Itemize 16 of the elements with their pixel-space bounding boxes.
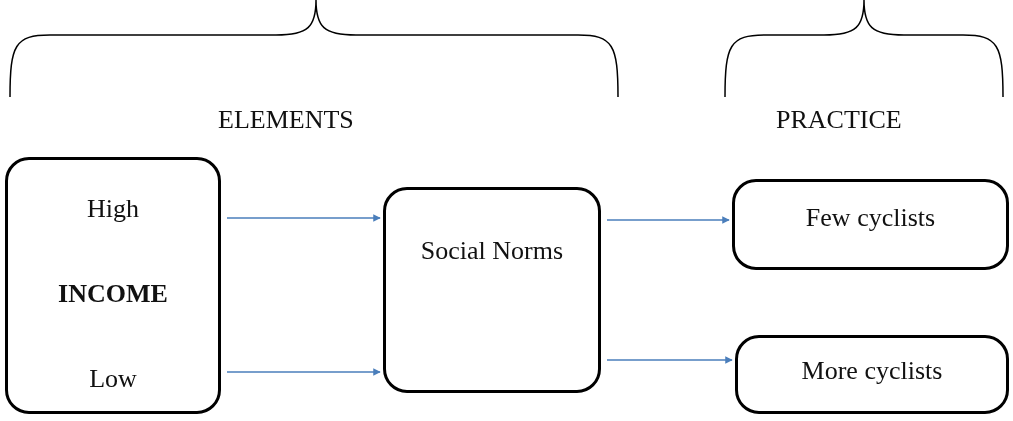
box-text: Low bbox=[88, 363, 138, 395]
arrow bbox=[226, 368, 381, 376]
rounded-box bbox=[735, 335, 1009, 414]
box-text: Few cyclists bbox=[804, 202, 937, 234]
rounded-box bbox=[5, 157, 221, 414]
rounded-box bbox=[732, 179, 1009, 270]
section-label: ELEMENTS bbox=[218, 105, 354, 135]
arrow bbox=[606, 216, 730, 224]
arrow bbox=[606, 356, 733, 364]
box-text: High bbox=[86, 193, 140, 225]
box-heading: INCOME bbox=[57, 278, 169, 310]
box-text: Social Norms bbox=[419, 235, 565, 267]
box-text: More cyclists bbox=[800, 355, 944, 387]
section-label: PRACTICE bbox=[776, 105, 902, 135]
rounded-box bbox=[383, 187, 601, 393]
arrow bbox=[226, 214, 381, 222]
